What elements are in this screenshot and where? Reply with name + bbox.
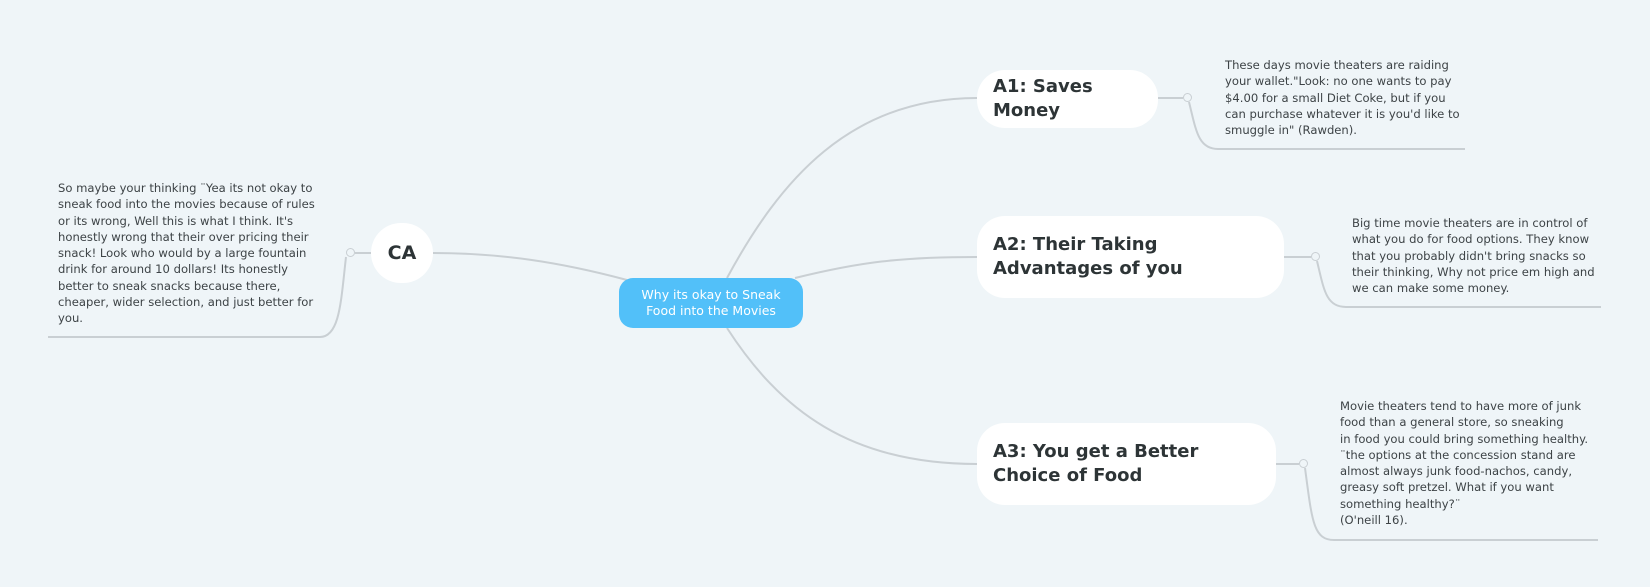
root-topic[interactable]: Why its okay to Sneak Food into the Movi… (619, 278, 803, 328)
topic-a3-label: A3: You get a Better Choice of Food (993, 441, 1199, 486)
collapse-knob-a2[interactable] (1311, 252, 1320, 261)
topic-a3-better-choice[interactable]: A3: You get a Better Choice of Food (977, 423, 1276, 505)
topic-a1-label: A1: Saves Money (993, 76, 1093, 121)
note-a2[interactable]: Big time movie theaters are in control o… (1352, 216, 1595, 296)
note-a1[interactable]: These days movie theaters are raiding yo… (1225, 58, 1460, 138)
connector-root-a3 (726, 327, 978, 465)
topic-a2-taking-advantage[interactable]: A2: Their Taking Advantages of you (977, 216, 1284, 298)
connector-root-a1 (726, 97, 978, 279)
connector-root-a2 (794, 256, 978, 279)
collapse-knob-ca[interactable] (346, 248, 355, 257)
topic-a2-label: A2: Their Taking Advantages of you (993, 234, 1183, 279)
collapse-knob-a3[interactable] (1299, 459, 1308, 468)
topic-a1-saves-money[interactable]: A1: Saves Money (977, 70, 1158, 128)
collapse-knob-a1[interactable] (1183, 93, 1192, 102)
root-topic-label: Why its okay to Sneak Food into the Movi… (641, 287, 781, 318)
topic-ca-counter-argument[interactable]: CA (371, 223, 433, 283)
note-ca[interactable]: So maybe your thinking ¨Yea its not okay… (58, 181, 315, 326)
topic-ca-label: CA (387, 242, 417, 264)
note-a3[interactable]: Movie theaters tend to have more of junk… (1340, 399, 1589, 528)
connector-root-ca (432, 252, 628, 281)
